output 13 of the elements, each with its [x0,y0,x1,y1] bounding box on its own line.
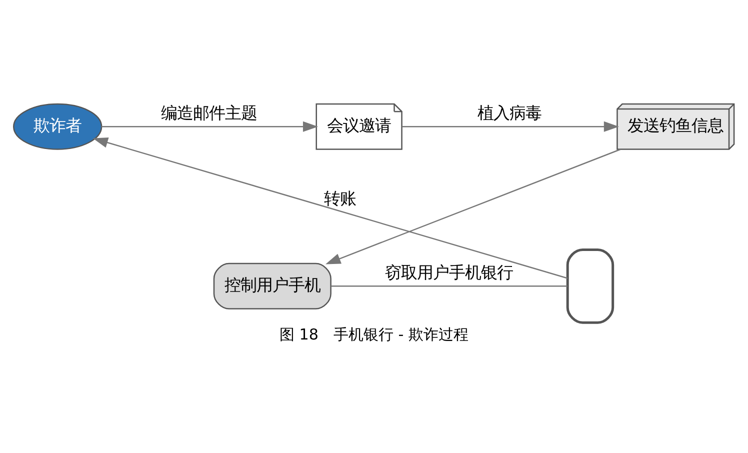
arrow [101,121,318,132]
node-box: 控制用户手机 [213,262,332,310]
caption: 图 18 手机银行 - 欺诈过程 [280,326,468,344]
arrow [92,137,568,279]
arrow [326,148,621,264]
node-ellipse: 欺诈者 [13,103,102,150]
edge-label: 转账 [324,188,356,208]
node-phone [566,248,614,324]
edge-label: 窃取用户手机银行 [385,262,514,282]
edge-label: 植入病毒 [478,103,542,122]
connector [331,286,568,287]
arrow [402,121,619,132]
edge-label: 编造邮件主题 [160,103,257,122]
